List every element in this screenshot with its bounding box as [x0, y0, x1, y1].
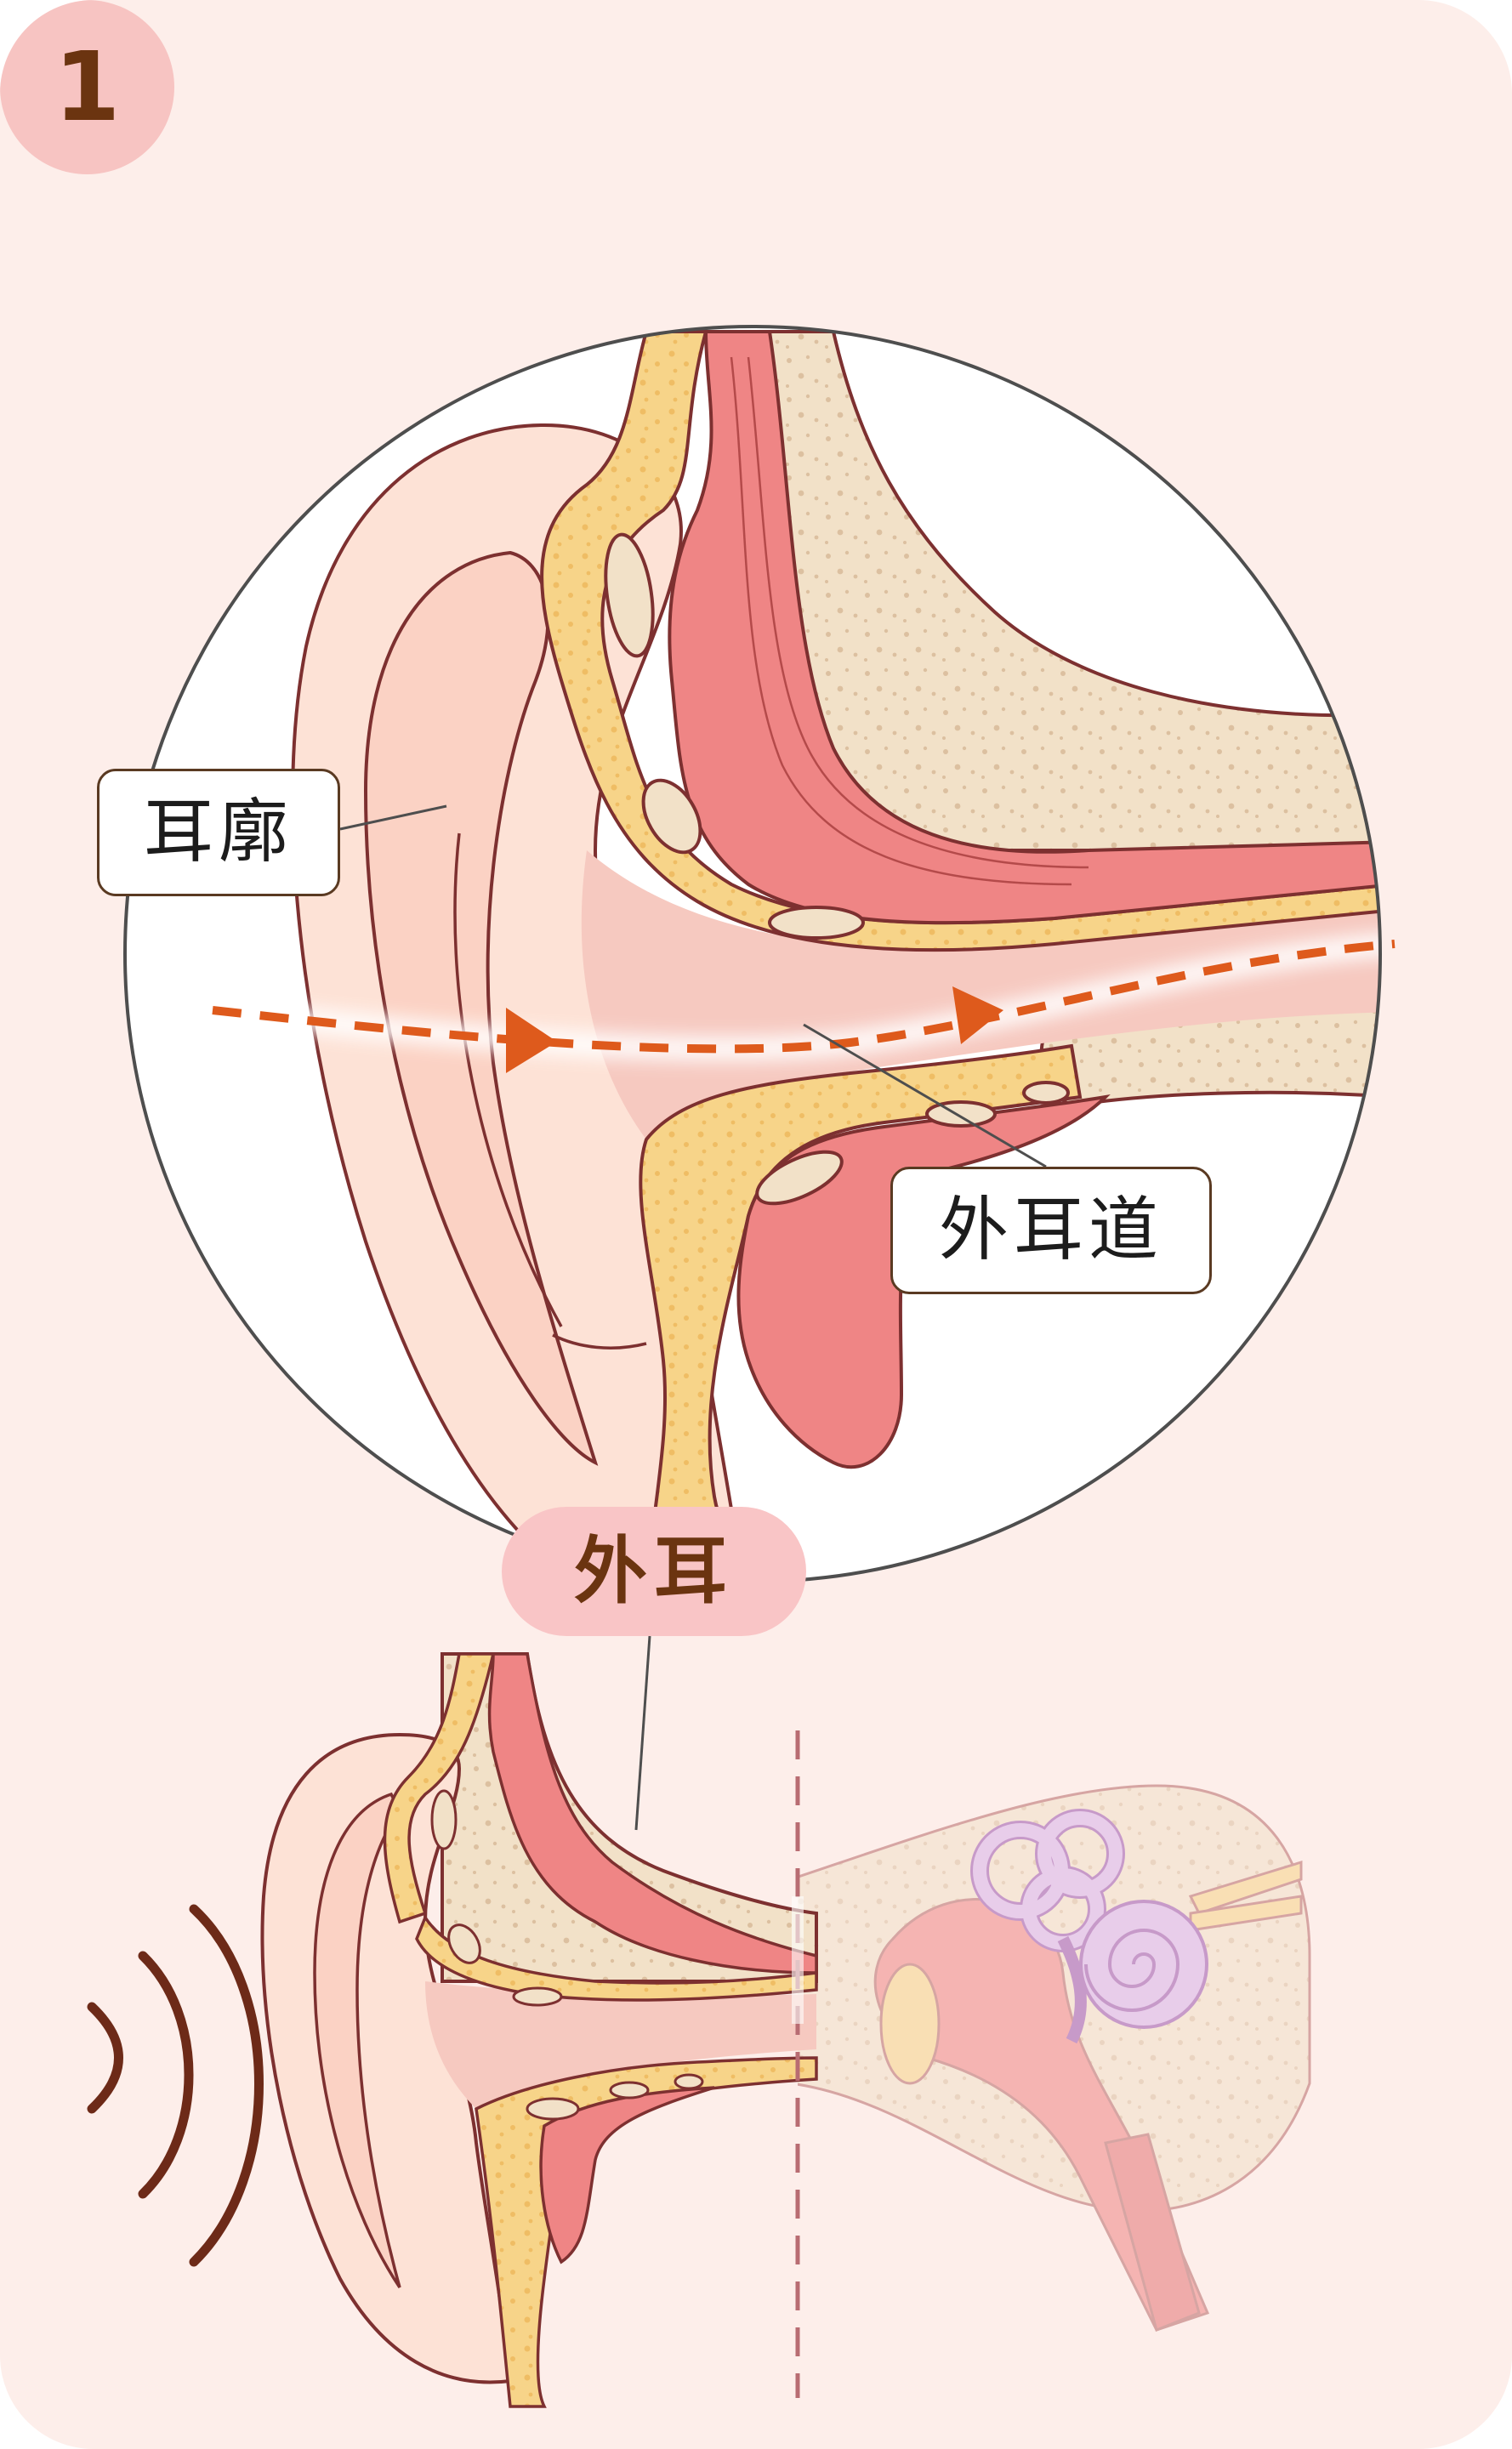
whole-ear-cross-section: [260, 1652, 1311, 2408]
upper-muscle: [668, 330, 1380, 925]
step-number-badge: 1: [0, 0, 174, 174]
arrow-right-icon: [506, 1008, 557, 1073]
sound-direction-arrow: [212, 940, 1395, 1073]
step-number: 1: [54, 31, 121, 143]
ear-canal-passage: [581, 850, 1380, 1139]
lobule-line: [552, 1333, 647, 1350]
antihelix-line: [453, 832, 563, 1327]
sound-waves-icon: [87, 1904, 264, 2267]
inner-ear: [970, 1809, 1208, 2044]
ear-canal-label: 外耳道: [890, 1167, 1212, 1294]
section-title: 外耳: [574, 1529, 734, 1614]
helix-fold: [363, 550, 599, 1466]
section-title-pill: 外耳: [502, 1507, 806, 1636]
pinna-label: 耳廓: [97, 769, 340, 896]
ear-canal-label-text: 外耳道: [938, 1190, 1163, 1270]
pinna-label-text: 耳廓: [143, 792, 293, 872]
